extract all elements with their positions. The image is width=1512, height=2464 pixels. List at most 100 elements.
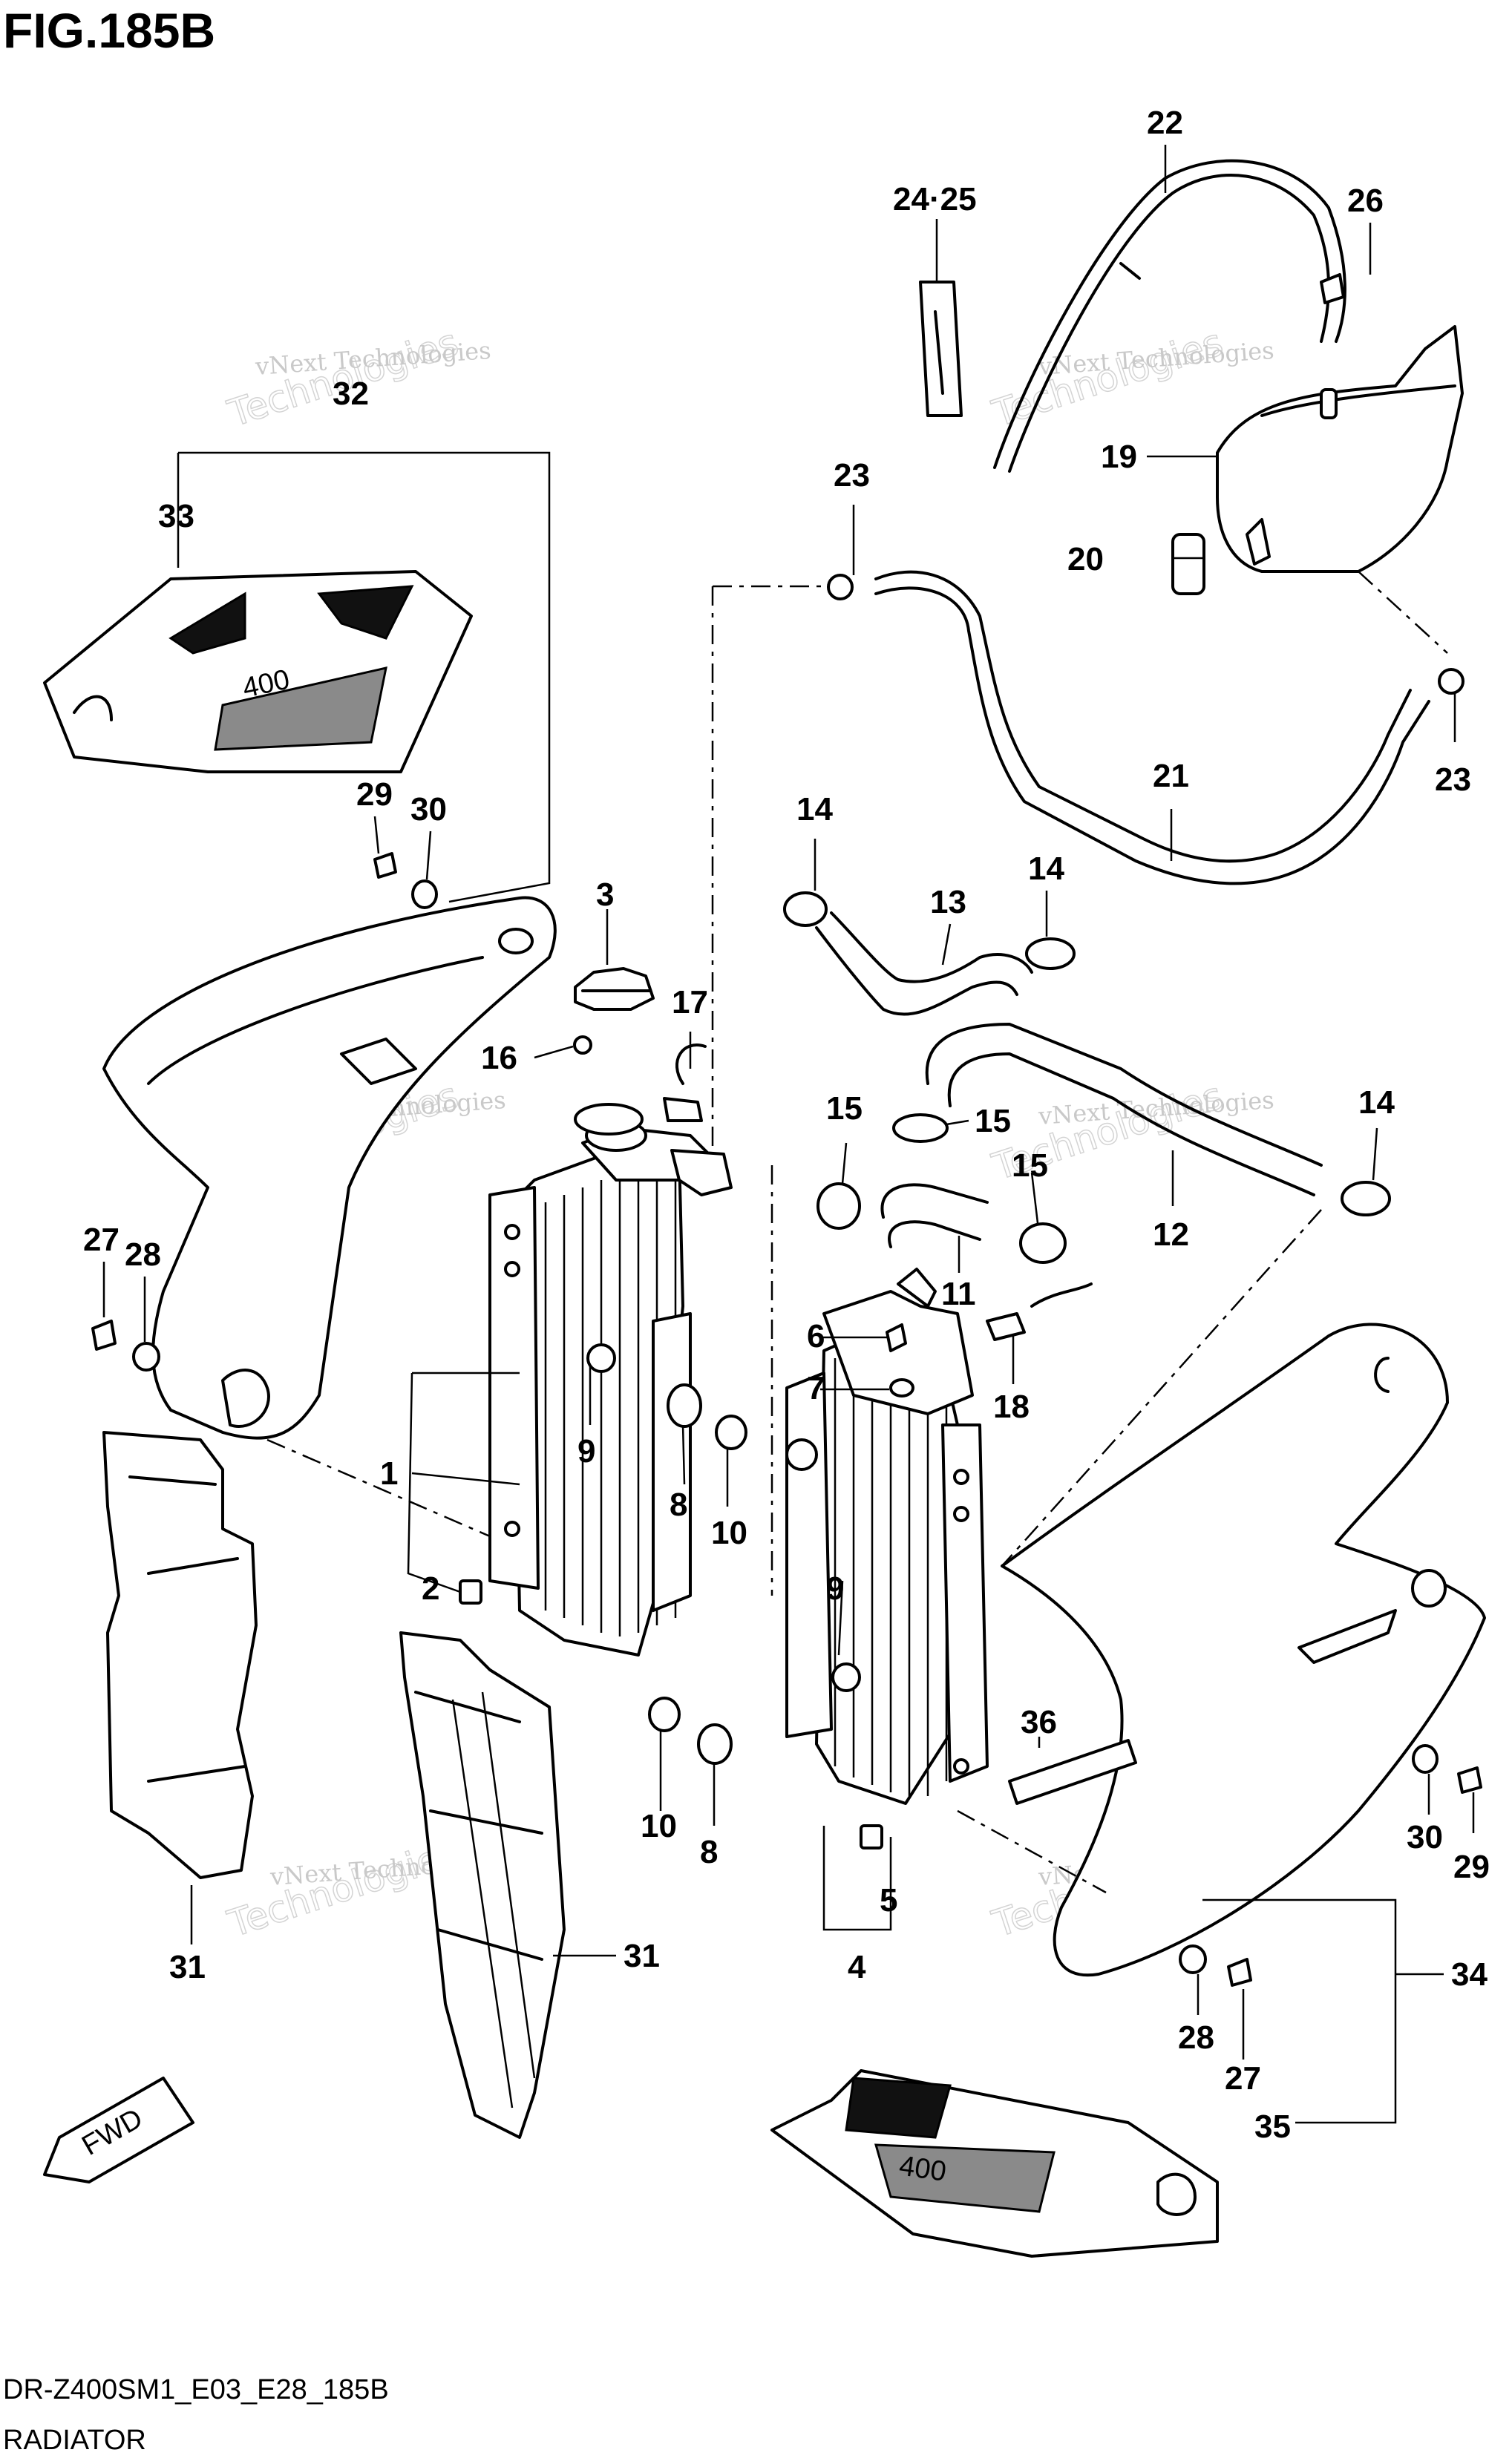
radiator-hose-12 [925, 1023, 1323, 1196]
callout-30b: 30 [1407, 1819, 1443, 1855]
callout-14c: 14 [1358, 1084, 1395, 1121]
callout-23a: 23 [834, 457, 870, 494]
washer-10-right [648, 1697, 681, 1732]
callout-17: 17 [672, 984, 708, 1020]
bolt-27-right [1227, 1958, 1252, 1987]
callout-15a: 15 [826, 1090, 863, 1127]
right-radiator-guard [399, 1631, 566, 2139]
decal-model-text-right: 400 [897, 2150, 949, 2187]
clamp-15-c [1019, 1222, 1067, 1264]
figure-title: FIG.185B [3, 3, 215, 58]
bolt-6 [886, 1323, 907, 1352]
callout-2: 2 [422, 1570, 439, 1607]
callout-30a: 30 [410, 791, 447, 828]
nut-5 [860, 1824, 883, 1849]
callout-15b: 15 [975, 1103, 1011, 1139]
callout-28a: 28 [125, 1236, 161, 1273]
left-shroud-panel [102, 896, 557, 1440]
callout-13: 13 [930, 884, 966, 920]
callout-24-25: 24·25 [893, 181, 977, 217]
fwd-arrow: FWD [43, 2077, 194, 2183]
cushion-20 [1171, 533, 1205, 595]
callout-15c: 15 [1012, 1147, 1048, 1184]
callout-10a: 10 [711, 1515, 747, 1551]
callout-9a: 9 [577, 1433, 595, 1469]
callout-33: 33 [158, 498, 194, 534]
tape-36 [1008, 1739, 1137, 1805]
callouts: 1 2 3 4 5 6 7 8 8 9 9 10 10 11 12 13 14 … [83, 105, 1490, 2145]
callout-14a: 14 [796, 791, 833, 828]
washer-7 [889, 1378, 914, 1398]
callout-20: 20 [1067, 541, 1104, 577]
callout-27a: 27 [83, 1222, 120, 1258]
radiator-cap [574, 967, 655, 1011]
callout-21: 21 [1153, 758, 1189, 794]
clamp-23-top [827, 574, 854, 600]
collar-8-right [697, 1723, 733, 1765]
clip-16 [573, 1035, 592, 1055]
callout-18: 18 [993, 1389, 1030, 1425]
callout-1: 1 [380, 1455, 398, 1492]
band-24-25 [919, 281, 963, 417]
callout-23b: 23 [1435, 761, 1471, 798]
right-shroud-graphic: 400 [770, 2069, 1219, 2258]
callout-26: 26 [1347, 183, 1384, 219]
callout-31a: 31 [169, 1949, 206, 1985]
callout-9b: 9 [826, 1570, 844, 1607]
overflow-hose [993, 159, 1346, 473]
callout-12: 12 [1153, 1216, 1189, 1253]
clamp-15-a [892, 1113, 949, 1143]
bolt-29-right [1457, 1766, 1482, 1794]
leader-lines [102, 145, 1475, 2124]
callout-36: 36 [1021, 1704, 1057, 1740]
clamp-17 [663, 1043, 707, 1122]
reservoir-tank [1216, 325, 1464, 573]
svg-text:Technologies: Technologies [987, 321, 1228, 436]
callout-4: 4 [848, 1949, 866, 1985]
callout-22: 22 [1147, 105, 1183, 141]
callout-11: 11 [941, 1276, 976, 1312]
right-shroud-panel [1001, 1323, 1486, 1977]
radiator-hose-11 [880, 1183, 989, 1248]
callout-7: 7 [807, 1370, 825, 1406]
clamp-15-b [816, 1182, 861, 1230]
left-shroud-graphic: 400 [43, 570, 473, 773]
washer-28-left [132, 1342, 160, 1372]
bolt-26 [1320, 273, 1345, 304]
bolt-29-left [373, 852, 397, 879]
callout-5: 5 [880, 1882, 897, 1919]
callout-14b: 14 [1028, 851, 1064, 887]
bolt-27-left [91, 1320, 117, 1351]
cap-stem [574, 1103, 644, 1136]
thermo-switch-18 [986, 1282, 1093, 1341]
cushion-9-left [586, 1343, 616, 1373]
callout-32: 32 [333, 376, 369, 412]
callout-8a: 8 [670, 1487, 687, 1523]
callout-27b: 27 [1225, 2060, 1261, 2097]
washer-28-right [1179, 1944, 1207, 1974]
callout-29a: 29 [356, 776, 393, 813]
clamp-14-mid [1025, 937, 1076, 970]
callout-28b: 28 [1178, 2019, 1214, 2056]
callout-10b: 10 [641, 1808, 677, 1844]
diagram-subtitle: RADIATOR [3, 2425, 146, 2456]
callout-19: 19 [1101, 439, 1137, 475]
radiator-hose-21 [874, 570, 1430, 885]
callout-6: 6 [807, 1318, 825, 1354]
callout-35: 35 [1254, 2109, 1291, 2145]
right-radiator [785, 1268, 989, 1805]
callout-16: 16 [481, 1040, 517, 1076]
callout-8b: 8 [700, 1834, 718, 1870]
radiator-hose-13 [815, 911, 1033, 1016]
clamp-14-top [783, 891, 828, 927]
clamp-14-right [1341, 1181, 1391, 1216]
left-radiator-guard [102, 1431, 258, 1879]
washer-30-right [1412, 1744, 1439, 1774]
nut-2 [459, 1579, 482, 1605]
diagram-code: DR-Z400SM1_E03_E28_185B [3, 2374, 389, 2405]
clamp-23-right [1438, 668, 1464, 695]
collar-8-left [667, 1383, 702, 1428]
washer-30-left [411, 879, 438, 909]
callout-3: 3 [596, 877, 614, 913]
